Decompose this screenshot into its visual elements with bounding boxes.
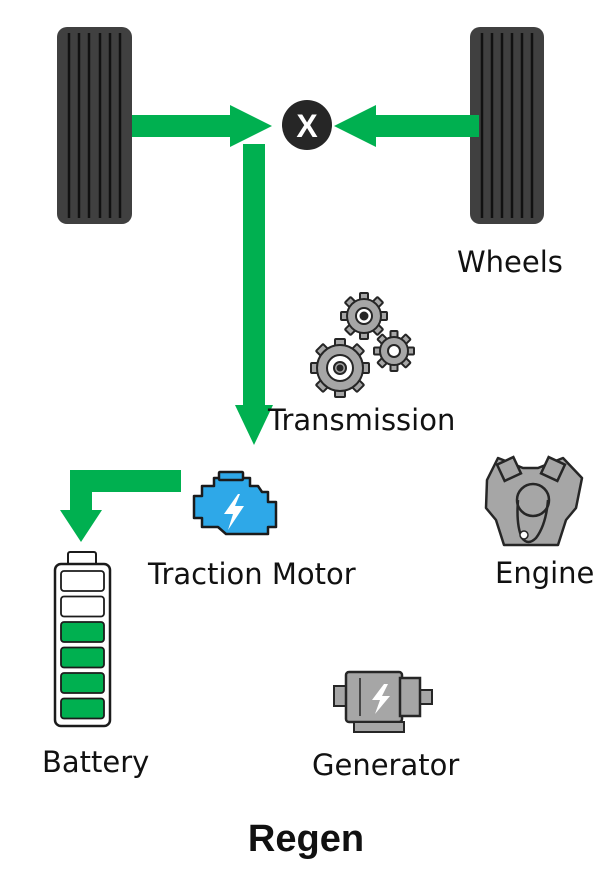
battery-cell-empty: [60, 595, 105, 618]
flow-arrows: [60, 105, 479, 542]
diagram-title: Regen: [247, 818, 365, 860]
battery-icon: [53, 551, 112, 728]
battery-label: Battery: [42, 745, 150, 779]
battery-cells: [60, 570, 105, 720]
battery-cell-charged: [60, 621, 105, 643]
right-wheel-icon: [470, 27, 544, 224]
arrow-right-wheel-to-junction: [334, 105, 479, 147]
arrow-junction-to-motor: [235, 144, 273, 445]
junction-symbol: X: [296, 108, 318, 144]
traction-motor-label: Traction Motor: [148, 557, 356, 591]
battery-cell-charged: [60, 697, 105, 720]
wheels-label: Wheels: [457, 245, 563, 279]
engine-label: Engine: [495, 556, 595, 590]
engine-icon: [484, 455, 584, 547]
traction-motor-icon: [192, 470, 278, 536]
battery-cell-charged: [60, 672, 105, 694]
left-wheel-icon: [57, 27, 132, 224]
arrow-motor-to-battery: [60, 470, 181, 542]
battery-cell-charged: [60, 646, 105, 669]
battery-cell-empty: [60, 570, 105, 592]
generator-label: Generator: [312, 748, 460, 782]
arrow-left-wheel-to-junction: [132, 105, 272, 147]
transmission-gears-icon: [310, 292, 415, 398]
transmission-label: Transmission: [268, 403, 456, 437]
junction-icon: X: [282, 100, 332, 150]
generator-icon: [333, 670, 433, 733]
